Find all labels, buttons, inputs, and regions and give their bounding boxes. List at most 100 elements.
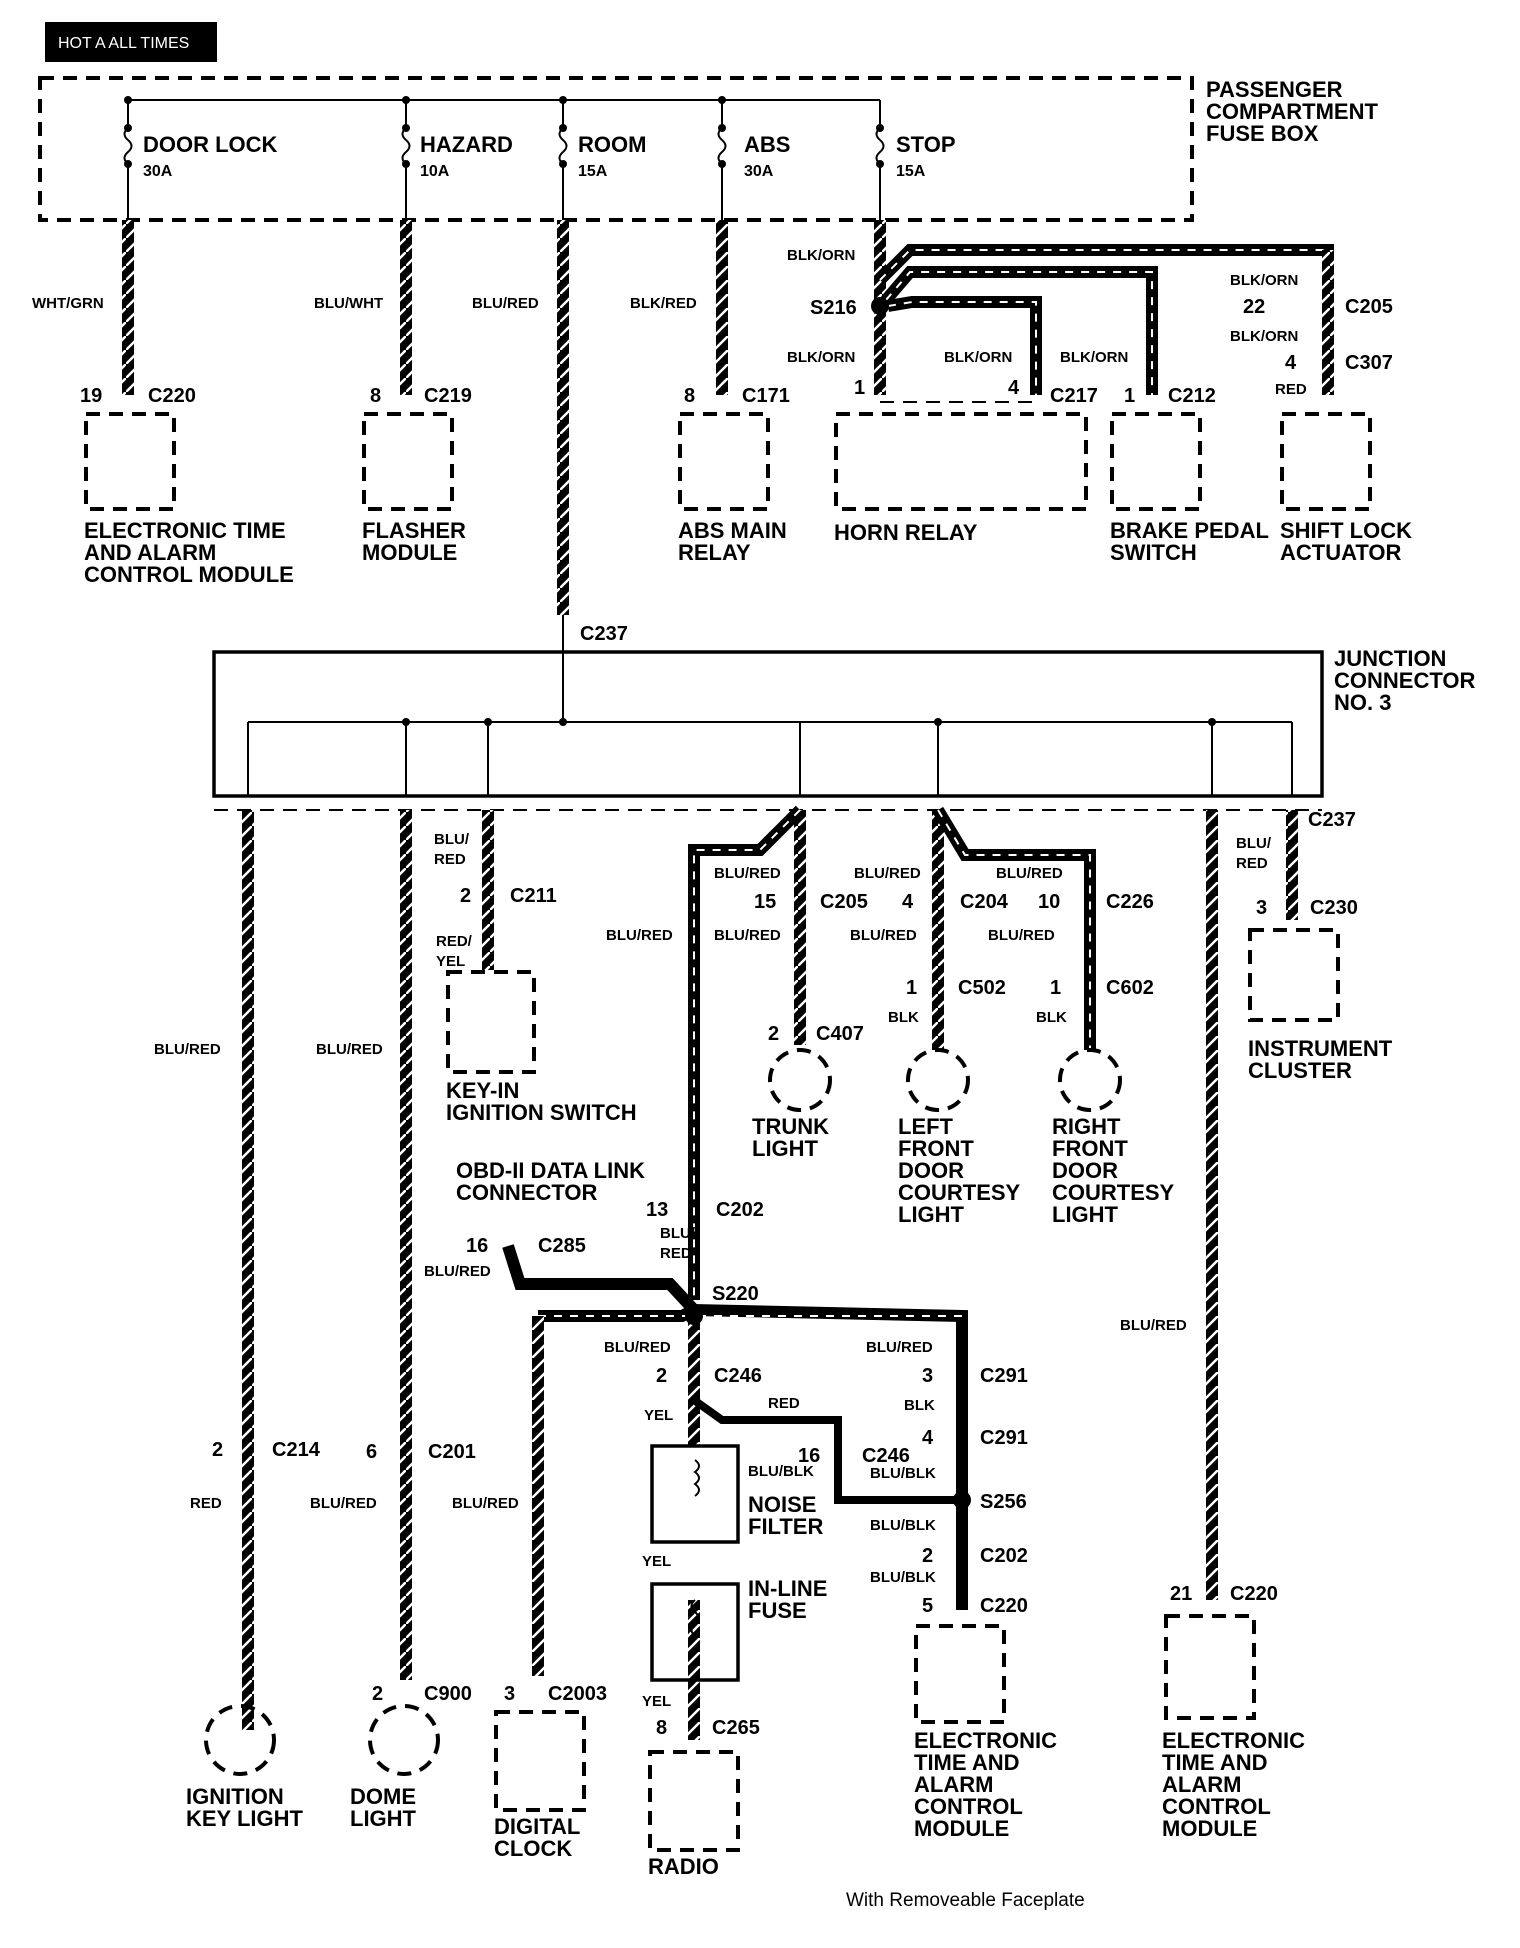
wire-label: RED bbox=[1236, 855, 1268, 872]
connector-label: C226 bbox=[1106, 891, 1154, 913]
fuse-abs: ABS 30A bbox=[717, 96, 790, 220]
component-label: ELECTRONIC bbox=[1162, 1728, 1305, 1753]
wire-label: BLU/ bbox=[660, 1225, 696, 1242]
pin-label: 4 bbox=[1285, 352, 1297, 374]
fuse-stop: STOP 15A bbox=[875, 100, 956, 220]
pin-label: 2 bbox=[212, 1439, 223, 1461]
connector-label: C285 bbox=[538, 1235, 586, 1257]
wire-label: BLU/RED bbox=[316, 1041, 383, 1058]
digital-clock-box: DIGITAL CLOCK bbox=[494, 1710, 586, 1861]
component-label: ACTUATOR bbox=[1280, 540, 1402, 565]
fuse-hazard: HAZARD 10A bbox=[401, 96, 513, 220]
wire-label: WHT/GRN bbox=[32, 295, 104, 312]
splice-s220-dot bbox=[685, 1307, 703, 1325]
wire-label: BLU/RED bbox=[714, 927, 781, 944]
wire-label: BLU/RED bbox=[154, 1041, 221, 1058]
component-label: FRONT bbox=[1052, 1136, 1128, 1161]
connector-label: C219 bbox=[424, 385, 472, 407]
fuse-rating: 10A bbox=[420, 163, 450, 180]
fuse-rating: 30A bbox=[143, 163, 173, 180]
connector-label: C2003 bbox=[548, 1683, 607, 1705]
shift-lock-box: SHIFT LOCK ACTUATOR bbox=[1280, 412, 1412, 565]
component-label: ABS MAIN bbox=[678, 518, 787, 543]
pin-label: 3 bbox=[504, 1683, 515, 1705]
pin-label: 19 bbox=[80, 385, 102, 407]
connector-label: C230 bbox=[1310, 897, 1358, 919]
abs-relay-box: ABS MAIN RELAY bbox=[678, 412, 787, 565]
component-label: DOOR bbox=[898, 1158, 964, 1183]
pin-label: 4 bbox=[902, 891, 914, 913]
wire-label: BLU/RED bbox=[996, 865, 1063, 882]
wire-label: BLU/RED bbox=[1120, 1317, 1187, 1334]
wire-label: RED bbox=[1275, 381, 1307, 398]
component-label: KEY LIGHT bbox=[186, 1806, 304, 1831]
component-label: OBD-II DATA LINK bbox=[456, 1158, 645, 1183]
component-label: CONTROL MODULE bbox=[84, 562, 294, 587]
connector-label: C502 bbox=[958, 977, 1006, 999]
component-label: KEY-IN bbox=[446, 1078, 519, 1103]
pin-label: 16 bbox=[466, 1235, 488, 1257]
component-label: IGNITION SWITCH bbox=[446, 1100, 637, 1125]
component-label: ALARM bbox=[1162, 1772, 1241, 1797]
connector-label: C205 bbox=[1345, 296, 1393, 318]
component-label: CONNECTOR bbox=[456, 1180, 597, 1205]
inline-fuse: IN-LINE FUSE bbox=[650, 1576, 827, 1682]
junction-label: JUNCTION bbox=[1334, 646, 1446, 671]
badge-text: HOT A ALL TIMES bbox=[58, 35, 189, 52]
pin-label: 2 bbox=[768, 1023, 779, 1045]
wire-label: BLU/RED bbox=[854, 865, 921, 882]
connector-label: C900 bbox=[424, 1683, 472, 1705]
component-label: LIGHT bbox=[350, 1806, 417, 1831]
pin-label: 16 bbox=[798, 1445, 820, 1467]
wire-label: RED/ bbox=[436, 933, 473, 950]
wire-label: BLU/BLK bbox=[748, 1463, 814, 1480]
upper-wires bbox=[122, 220, 1334, 615]
wire-label: YEL bbox=[642, 1553, 671, 1570]
connector-label: C237 bbox=[1308, 809, 1356, 831]
component-label: MODULE bbox=[914, 1816, 1009, 1841]
passenger-fuse-box: PASSENGER COMPARTMENT FUSE BOX bbox=[38, 76, 1378, 222]
component-label: FRONT bbox=[898, 1136, 974, 1161]
component-label: RELAY bbox=[678, 540, 751, 565]
wire-label: BLU/WHT bbox=[314, 295, 383, 312]
component-label: FLASHER bbox=[362, 518, 466, 543]
key-in-switch-box: KEY-IN IGNITION SWITCH bbox=[446, 970, 637, 1125]
splice-s256-dot bbox=[953, 1491, 971, 1509]
wire-label: BLU/RED bbox=[714, 865, 781, 882]
connector-label: C246 bbox=[714, 1365, 762, 1387]
connector-label: C171 bbox=[742, 385, 790, 407]
pin-label: 5 bbox=[922, 1595, 933, 1617]
wire-label: BLK/ORN bbox=[944, 349, 1012, 366]
connector-label: C212 bbox=[1168, 385, 1216, 407]
wire-label: BLK/ORN bbox=[1230, 272, 1298, 289]
component-label: COURTESY bbox=[1052, 1180, 1175, 1205]
wire-label: BLU/BLK bbox=[870, 1465, 936, 1482]
connector-label: C205 bbox=[820, 891, 868, 913]
fuse-door-lock: DOOR LOCK 30A bbox=[123, 96, 278, 220]
component-label: HORN RELAY bbox=[834, 520, 978, 545]
pin-label: 2 bbox=[656, 1365, 667, 1387]
pin-label: 1 bbox=[854, 377, 865, 399]
component-label: ELECTRONIC bbox=[914, 1728, 1057, 1753]
pin-label: 1 bbox=[1050, 977, 1061, 999]
fuse-name: ABS bbox=[744, 132, 790, 157]
fuse-rating: 15A bbox=[578, 163, 608, 180]
wire-label: BLU/BLK bbox=[870, 1569, 936, 1586]
component-label: CLUSTER bbox=[1248, 1058, 1352, 1083]
trunk-light: TRUNK LIGHT bbox=[752, 1048, 832, 1161]
component-label: ALARM bbox=[914, 1772, 993, 1797]
splice-s216-dot bbox=[871, 297, 889, 315]
component-label: MODULE bbox=[362, 540, 457, 565]
wire-label: BLU/RED bbox=[850, 927, 917, 944]
wire-label: BLK/ORN bbox=[1060, 349, 1128, 366]
left-front-door-courtesy-light: LEFT FRONT DOOR COURTESY LIGHT bbox=[898, 1048, 1021, 1227]
fuse-name: DOOR LOCK bbox=[143, 132, 278, 157]
connector-label: C265 bbox=[712, 1717, 760, 1739]
brake-switch-box: BRAKE PEDAL SWITCH bbox=[1110, 412, 1269, 565]
wire-label: BLK/ORN bbox=[1230, 328, 1298, 345]
obd-ii-connector-label: OBD-II DATA LINK CONNECTOR bbox=[456, 1158, 645, 1205]
pin-label: 2 bbox=[922, 1545, 933, 1567]
wire-label: BLU/RED bbox=[452, 1495, 519, 1512]
etacm-top-box: ELECTRONIC TIME AND ALARM CONTROL MODULE bbox=[84, 412, 294, 587]
